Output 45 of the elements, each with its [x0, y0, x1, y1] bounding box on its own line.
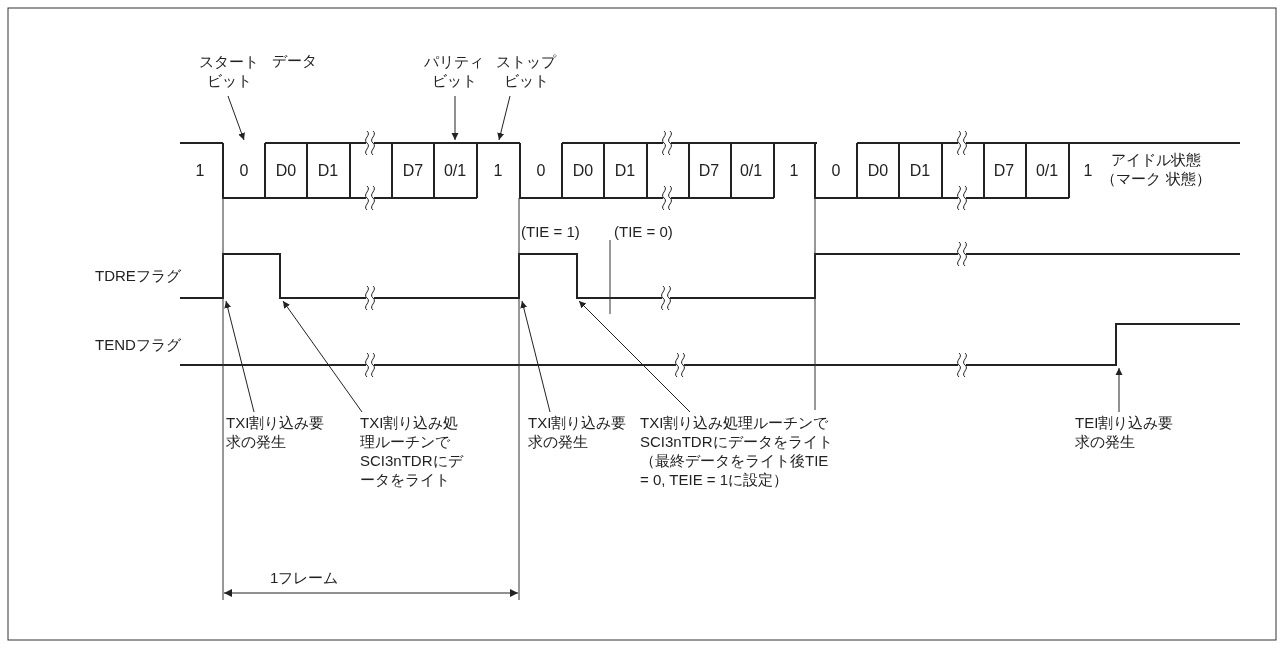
bit-value: 0/1 [738, 161, 764, 180]
serial-data-waveform [179, 142, 1241, 199]
condition-label: (TIE = 1) [521, 222, 580, 241]
leader-arrow [497, 95, 511, 141]
leader-arrow [227, 95, 245, 141]
bit-value: 0 [238, 161, 250, 180]
bit-value: D0 [274, 161, 298, 180]
section-label: データ [272, 51, 317, 70]
tend-waveform [179, 323, 1241, 366]
callout-text: TXI割り込み要求の発生 [226, 413, 326, 451]
bit-value: D0 [866, 161, 890, 180]
callout-text: パリティビット [421, 52, 487, 90]
callout-text: TXI割り込み処理ルーチンでSCI3nTDRにデータをライト（最終データをライト後TIE = 0, TEIE = 1に設定） [640, 413, 840, 489]
tdre-waveform [179, 253, 1241, 299]
bit-value: 0 [830, 161, 842, 180]
condition-label: (TIE = 0) [614, 222, 673, 241]
leader-arrow [520, 300, 551, 413]
bit-value: D7 [401, 161, 425, 180]
bit-value: D7 [697, 161, 721, 180]
signal-name: TDREフラグ [95, 266, 181, 285]
bit-value: D1 [316, 161, 340, 180]
bit-value: D1 [613, 161, 637, 180]
state-label: アイドル状態（マーク 状態） [1100, 150, 1212, 188]
bit-value: 1 [788, 161, 800, 180]
signal-name: TENDフラグ [95, 335, 181, 354]
bit-value: D1 [908, 161, 932, 180]
bit-value: 0/1 [1034, 161, 1060, 180]
bit-value: 0/1 [442, 161, 468, 180]
leader-arrow [1115, 367, 1123, 413]
leader-arrow [578, 300, 691, 413]
callout-text: TEI割り込み要求の発生 [1075, 413, 1175, 451]
leader-arrow [451, 95, 459, 141]
bit-value: D7 [992, 161, 1016, 180]
dimension-label: 1フレーム [270, 568, 339, 587]
callout-text: TXI割り込み処理ルーチンでSCI3nTDRにデータをライト [360, 413, 470, 489]
bit-value: D0 [571, 161, 595, 180]
bit-value: 1 [1082, 161, 1094, 180]
bit-value: 1 [492, 161, 504, 180]
callout-text: TXI割り込み要求の発生 [528, 413, 628, 451]
callout-text: ストップビット [493, 52, 559, 90]
bit-value: 1 [194, 161, 206, 180]
bit-value: 0 [535, 161, 547, 180]
callout-text: スタートビット [196, 52, 262, 90]
leader-arrow [282, 300, 363, 413]
leader-arrow [224, 300, 255, 413]
